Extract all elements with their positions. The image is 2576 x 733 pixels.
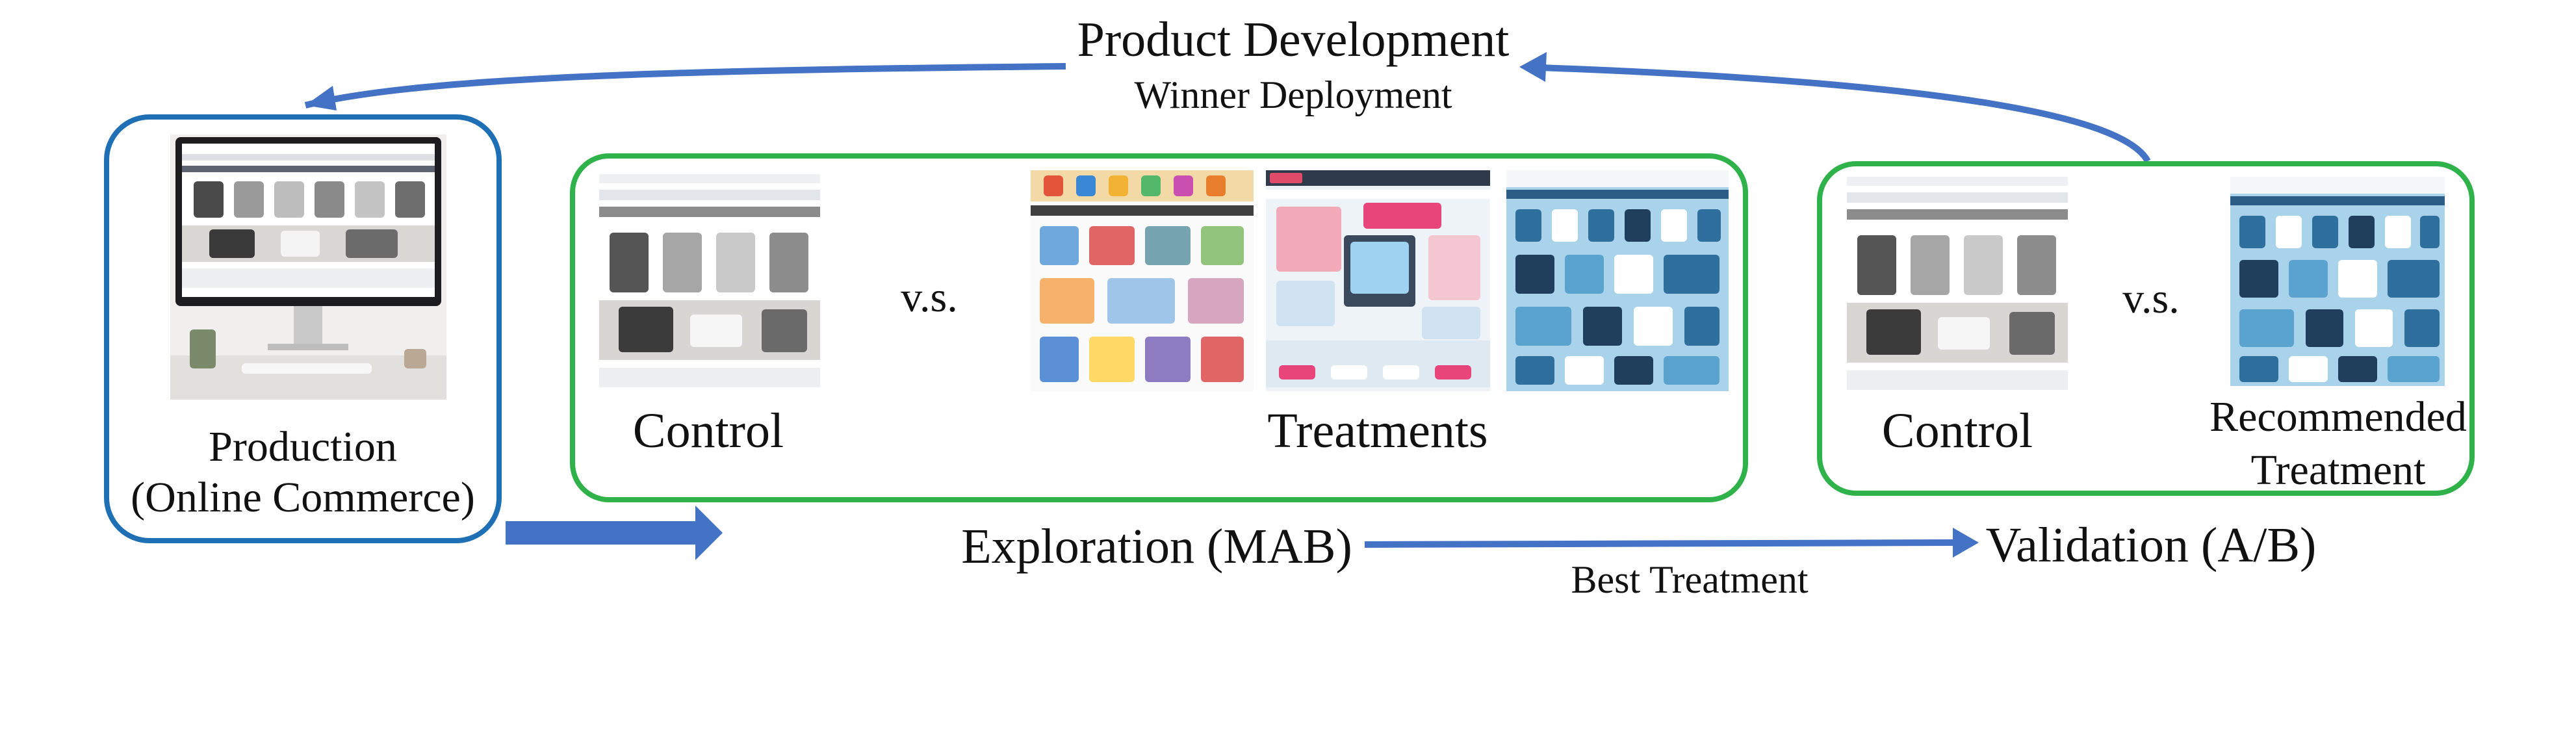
exploration-box bbox=[570, 153, 1748, 502]
treatment-shot-3 bbox=[1506, 170, 1729, 391]
validation-label: Validation (A/B) bbox=[1985, 518, 2317, 572]
control-label-2: Control bbox=[1881, 404, 2033, 458]
production-shot bbox=[170, 135, 446, 400]
validation-box bbox=[1817, 161, 2475, 496]
arrow-winner-deployment bbox=[1539, 64, 2151, 163]
winner-deployment-label: Winner Deployment bbox=[1134, 73, 1452, 116]
treatment-shot-2 bbox=[1266, 170, 1490, 391]
arrow-product-development bbox=[304, 63, 1066, 109]
treatments-label: Treatments bbox=[1267, 404, 1488, 458]
block-arrow-to-exploration bbox=[506, 506, 723, 560]
control-shot-2 bbox=[1847, 173, 2068, 394]
production-label-line2: (Online Commerce) bbox=[131, 474, 475, 521]
control-shot-1 bbox=[599, 170, 820, 391]
treatment-shot-1 bbox=[1031, 170, 1254, 391]
arrowhead-product-development bbox=[305, 86, 337, 110]
product-development-label: Product Development bbox=[1077, 12, 1510, 67]
production-label-line1: Production bbox=[209, 423, 397, 470]
recommended-shot bbox=[2230, 177, 2445, 386]
exploration-label: Exploration (MAB) bbox=[961, 519, 1352, 574]
production-box bbox=[104, 114, 502, 543]
arrow-best-treatment bbox=[1364, 539, 1957, 548]
best-treatment-label: Best Treatment bbox=[1571, 558, 1809, 601]
vs-label-1: v.s. bbox=[901, 274, 958, 321]
arrowhead-best-treatment bbox=[1953, 528, 1979, 558]
recommended-label-line1: Recommended bbox=[2209, 393, 2467, 441]
arrowhead-winner-deployment bbox=[1519, 52, 1547, 82]
vs-label-2: v.s. bbox=[2122, 275, 2180, 322]
control-label-1: Control bbox=[632, 404, 784, 458]
recommended-label-line2: Treatment bbox=[2250, 446, 2426, 494]
